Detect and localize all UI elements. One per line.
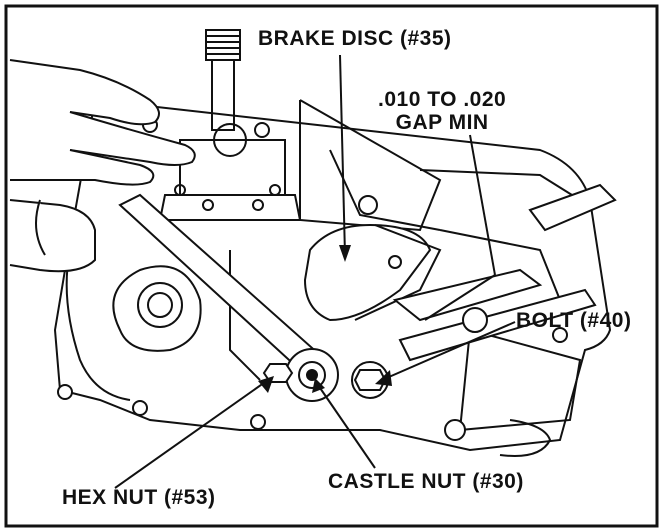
gap-leader-upper — [469, 134, 496, 276]
brake-lever — [392, 183, 617, 362]
brake-disc-label: BRAKE DISC (#35) — [258, 27, 452, 50]
brake-disc-leader — [339, 54, 346, 256]
wrench — [118, 193, 339, 402]
gap-leader-lower — [424, 274, 496, 321]
top-flange — [142, 29, 302, 221]
bolt-label: BOLT (#40) — [516, 309, 632, 332]
leader-lines — [114, 54, 516, 489]
housing-bolts — [57, 195, 568, 441]
gap-label-line2: GAP MIN — [395, 111, 489, 134]
hand-illustration — [9, 59, 196, 273]
transaxle-housing — [53, 98, 612, 457]
brake-disc — [303, 223, 442, 322]
gap-label-line1: .010 TO .020 — [378, 88, 507, 111]
castle-nut-label: CASTLE NUT (#30) — [328, 470, 524, 493]
bolt-head — [351, 361, 389, 399]
bolt-leader — [381, 321, 516, 381]
castle-nut-leader — [317, 384, 376, 469]
gap-label: .010 TO .020 GAP MIN — [378, 88, 506, 134]
hex-nut-label: HEX NUT (#53) — [62, 486, 216, 509]
figure-border — [4, 4, 659, 528]
hex-nut-leader — [114, 379, 269, 489]
